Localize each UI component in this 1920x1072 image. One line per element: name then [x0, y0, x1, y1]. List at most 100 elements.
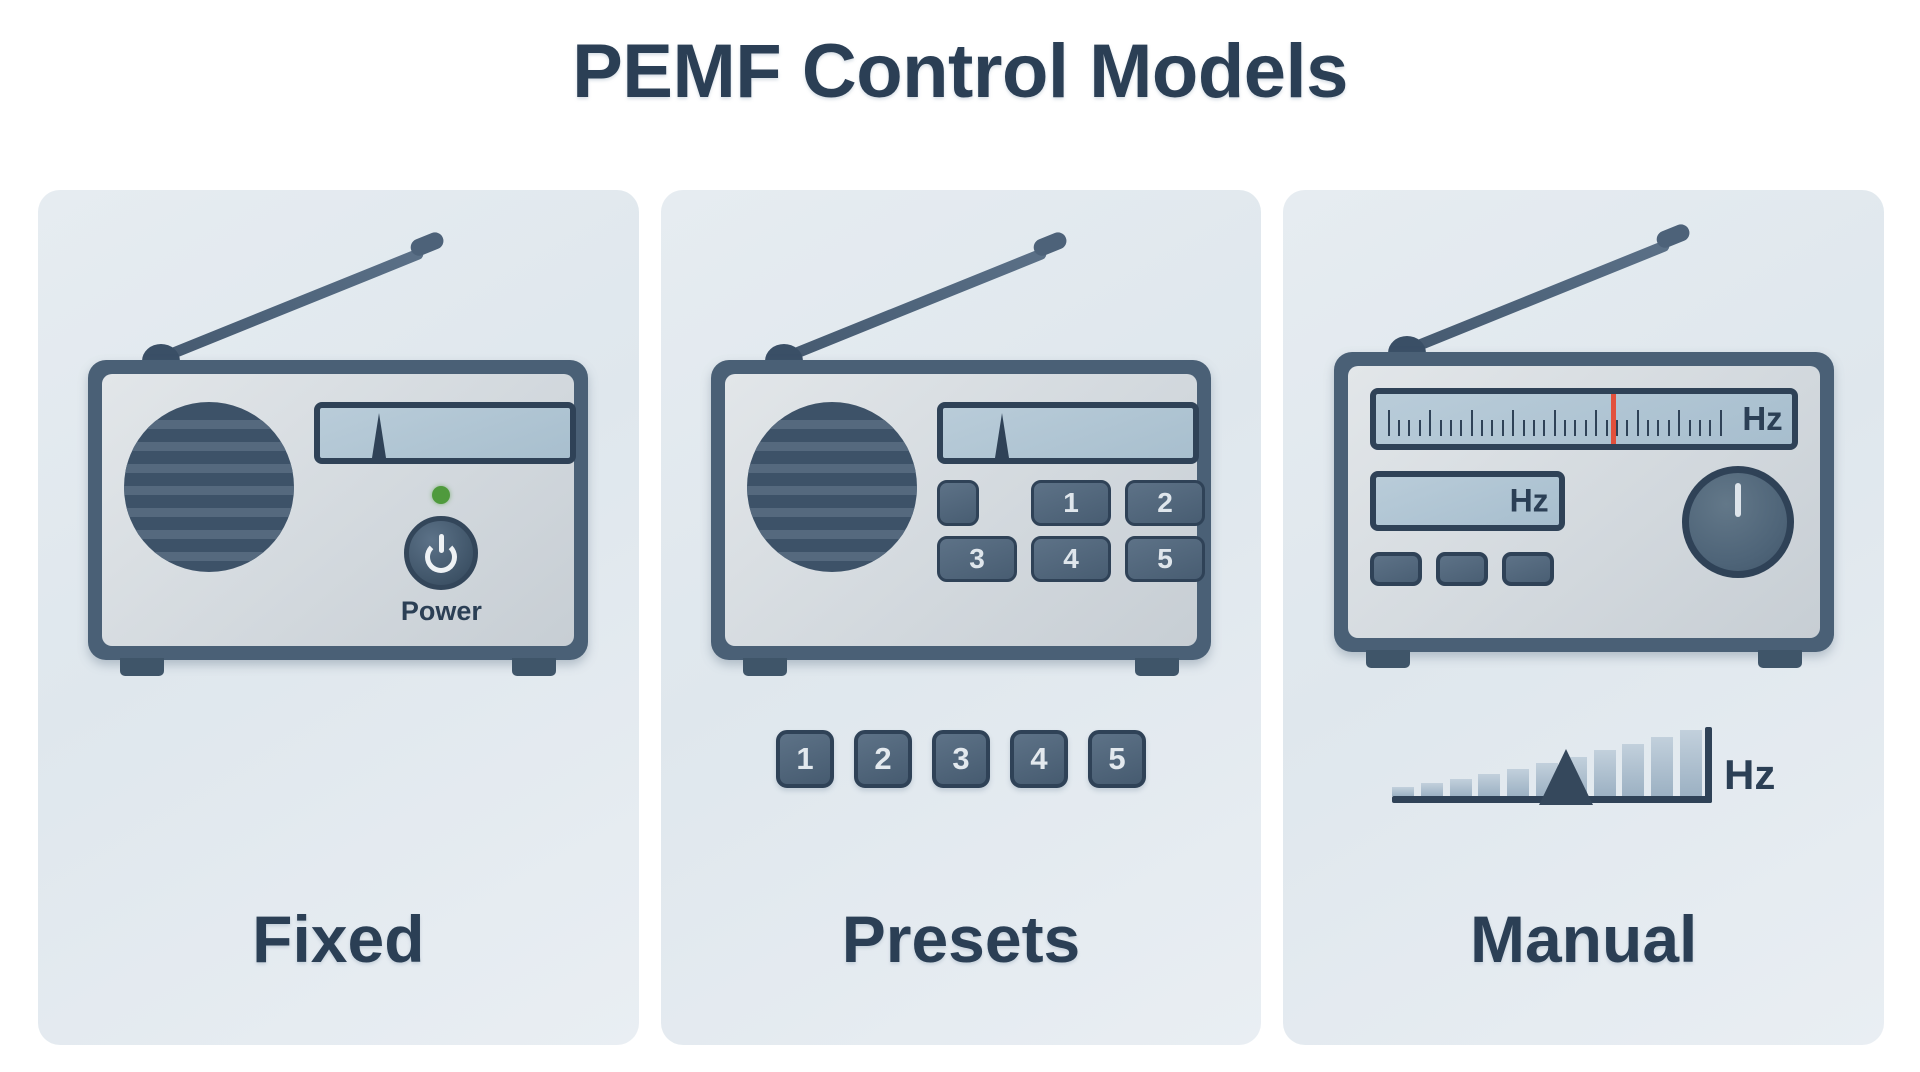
tuning-scale[interactable]: Hz	[1369, 388, 1798, 450]
power-button[interactable]	[404, 516, 479, 590]
tuning-tick-3	[1418, 420, 1421, 436]
tuning-tick-4	[1429, 410, 1432, 436]
tuning-tick-22	[1615, 420, 1618, 436]
tuning-tick-2	[1408, 420, 1411, 436]
radio-case: Hz Hz	[1333, 352, 1834, 668]
antenna-icon	[116, 229, 447, 380]
preset-button-3[interactable]: 3	[932, 730, 990, 788]
tuning-ticks	[1387, 406, 1722, 436]
tuning-tick-6	[1449, 420, 1452, 436]
antenna-tip	[408, 229, 447, 259]
ramp-bar-10	[1679, 730, 1702, 796]
tuning-needle-icon	[995, 413, 1009, 458]
tuning-tick-24	[1636, 410, 1639, 436]
page-title: PEMF Control Models	[572, 29, 1348, 114]
tuning-knob-pointer	[1734, 483, 1741, 517]
keypad-key-1[interactable]: 1	[1031, 480, 1111, 526]
tuning-tick-20	[1595, 410, 1598, 436]
frequency-readout: Hz	[1369, 471, 1565, 531]
ramp-bar-0	[1392, 786, 1414, 796]
panel-presets[interactable]: 1 2 3 4 5 1 2 3	[660, 190, 1262, 1045]
ramp-bar-2	[1449, 778, 1472, 796]
mini-button-3[interactable]	[1501, 552, 1554, 586]
preset-button-2[interactable]: 2	[854, 730, 912, 788]
tuning-tick-32	[1719, 410, 1722, 436]
frequency-ramp	[1392, 725, 1712, 805]
panel-fixed[interactable]: Power Fixed	[38, 190, 639, 1045]
power-icon	[425, 534, 458, 573]
tuning-tick-27	[1667, 420, 1670, 436]
tuning-tick-17	[1564, 420, 1567, 436]
radio-foot-right	[1135, 658, 1179, 676]
tuning-tick-8	[1470, 410, 1473, 436]
tuning-tick-13	[1522, 420, 1525, 436]
tuning-tick-12	[1512, 410, 1515, 436]
tuning-indicator	[1610, 394, 1616, 444]
frequency-ramp-yaxis	[1705, 727, 1712, 803]
keypad-key-2[interactable]: 2	[1125, 480, 1205, 526]
tuning-tick-14	[1532, 420, 1535, 436]
radio-foot-right	[512, 658, 557, 676]
mini-button-2[interactable]	[1435, 552, 1488, 586]
radio-presets: 1 2 3 4 5	[711, 229, 1211, 676]
tuning-tick-19	[1584, 420, 1587, 436]
mini-button-1[interactable]	[1369, 552, 1422, 586]
fixed-stage: Power	[38, 190, 639, 890]
antenna-rod	[152, 247, 426, 366]
panel-manual[interactable]: Hz Hz	[1283, 190, 1885, 1045]
tuning-tick-30	[1698, 420, 1701, 436]
tuning-tick-9	[1481, 420, 1484, 436]
keypad[interactable]: 1 2 3 4 5	[937, 480, 1205, 582]
tuning-tick-26	[1657, 420, 1660, 436]
tuning-knob[interactable]	[1681, 466, 1794, 578]
tuning-display	[314, 402, 577, 464]
tuning-display	[937, 402, 1199, 464]
presets-stage: 1 2 3 4 5 1 2 3	[661, 190, 1262, 890]
radio-case: 1 2 3 4 5	[711, 360, 1211, 676]
radio-face: 1 2 3 4 5	[725, 374, 1205, 646]
keypad-key-4[interactable]: 4	[1031, 536, 1111, 582]
frequency-readout-unit: Hz	[1509, 482, 1549, 519]
manual-stage: Hz Hz	[1283, 190, 1884, 890]
radio-fixed: Power	[88, 229, 589, 676]
tuning-tick-10	[1491, 420, 1494, 436]
panel-label-presets: Presets	[841, 902, 1081, 976]
tuning-needle-icon	[372, 413, 387, 458]
tuning-tick-31	[1709, 420, 1712, 436]
tuning-tick-29	[1688, 420, 1691, 436]
keypad-key-blank[interactable]	[937, 480, 979, 526]
tuning-tick-15	[1543, 420, 1546, 436]
preset-button-4[interactable]: 4	[1010, 730, 1068, 788]
antenna-rod	[1397, 239, 1671, 358]
frequency-ramp-graphic: Hz	[1283, 725, 1884, 805]
radio-face: Power	[102, 374, 577, 646]
tuning-tick-5	[1439, 420, 1442, 436]
keypad-key-5[interactable]: 5	[1125, 536, 1205, 582]
antenna-tip	[1031, 229, 1070, 259]
tuning-tick-18	[1574, 420, 1577, 436]
panel-label-fixed: Fixed	[252, 902, 425, 976]
keypad-key-3[interactable]: 3	[937, 536, 1017, 582]
preset-button-5[interactable]: 5	[1088, 730, 1146, 788]
preset-button-1[interactable]: 1	[776, 730, 834, 788]
tuning-tick-11	[1501, 420, 1504, 436]
ramp-bar-7	[1593, 750, 1616, 796]
ramp-bar-1	[1420, 782, 1443, 796]
radio-manual: Hz Hz	[1333, 221, 1834, 668]
tuning-tick-0	[1387, 410, 1390, 436]
tuning-tick-28	[1678, 410, 1681, 436]
frequency-ramp-marker-icon	[1539, 749, 1594, 805]
mini-button-row[interactable]	[1369, 552, 1554, 586]
tuning-tick-21	[1605, 420, 1608, 436]
radio-foot-left	[120, 658, 165, 676]
preset-button-row[interactable]: 1 2 3 4 5	[661, 730, 1262, 788]
panels-row: Power Fixed	[38, 190, 1885, 1045]
ramp-bar-9	[1651, 736, 1674, 796]
panel-label-manual: Manual	[1470, 902, 1698, 976]
tuning-tick-25	[1647, 420, 1650, 436]
antenna-icon	[1362, 221, 1692, 372]
radio-foot-left	[1365, 650, 1410, 668]
tuning-scale-unit: Hz	[1742, 400, 1783, 437]
radio-case: Power	[88, 360, 589, 676]
